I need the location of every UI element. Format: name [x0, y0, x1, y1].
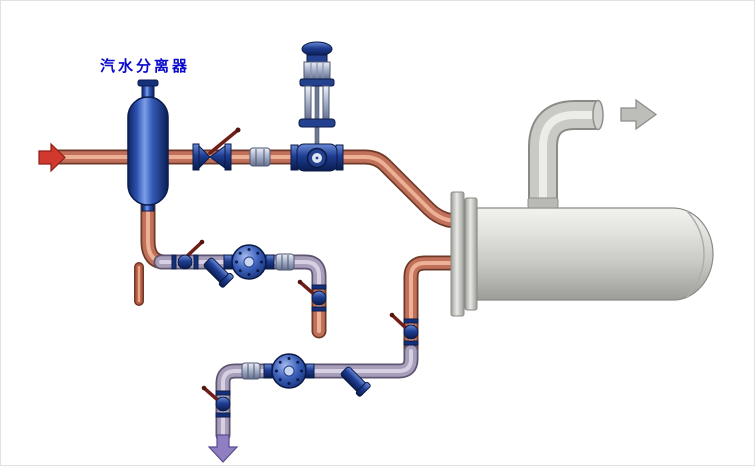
actuator-dome: [301, 41, 333, 57]
valve-lever: [208, 128, 240, 155]
yoke-leg: [304, 85, 312, 121]
separator-vessel: [127, 96, 169, 206]
pipe-open-end: [592, 99, 604, 131]
bonnet-collar: [298, 118, 336, 128]
main-shutoff-valve: [192, 127, 241, 171]
separator-label: 汽水分离器: [100, 57, 190, 75]
yoke-leg: [322, 85, 330, 121]
exchanger-endcap-seam: [686, 210, 705, 298]
y-strainer: [203, 257, 234, 288]
pipe-union: [241, 362, 261, 380]
pipe-union: [275, 253, 295, 271]
actuator-neck: [306, 54, 328, 63]
valve-flange: [224, 143, 232, 171]
pipe-union: [249, 147, 271, 167]
lever-knob: [235, 127, 241, 133]
valve-body: [209, 145, 226, 169]
valve-body: [198, 144, 211, 170]
actuator-collar: [299, 78, 335, 87]
float-steam-trap: [263, 353, 315, 389]
exchanger-condensate-pipe: [223, 263, 463, 435]
valve-flange: [192, 143, 200, 171]
condensate-outlet-arrow-icon: [207, 434, 239, 463]
secondary-outlet-arrow-icon: [620, 98, 658, 131]
drain-valve: [297, 279, 327, 312]
steam-main-pipe: [57, 157, 465, 222]
outlet-nozzle-collar: [527, 197, 559, 209]
valve-stem: [314, 85, 320, 147]
steam-separator: [127, 79, 169, 212]
separator-top-cap: [137, 79, 159, 87]
union-body: [249, 147, 271, 167]
exchanger-flange-front: [450, 191, 465, 317]
steam-inlet-arrow-icon: [38, 142, 66, 173]
y-strainer: [340, 366, 371, 397]
control-valve: [290, 41, 344, 172]
isolation-valve: [389, 312, 419, 346]
exchanger-shell: [476, 207, 714, 301]
outlet-valve: [201, 385, 231, 418]
trap-set-2: [201, 312, 419, 418]
isolation-valve: [171, 239, 205, 270]
secondary-outlet-pipe: [543, 99, 604, 208]
heat-exchanger: [450, 191, 714, 317]
float-steam-trap: [223, 244, 275, 280]
trap-set-1: [171, 239, 327, 312]
exchanger-flange-rear: [464, 197, 478, 311]
